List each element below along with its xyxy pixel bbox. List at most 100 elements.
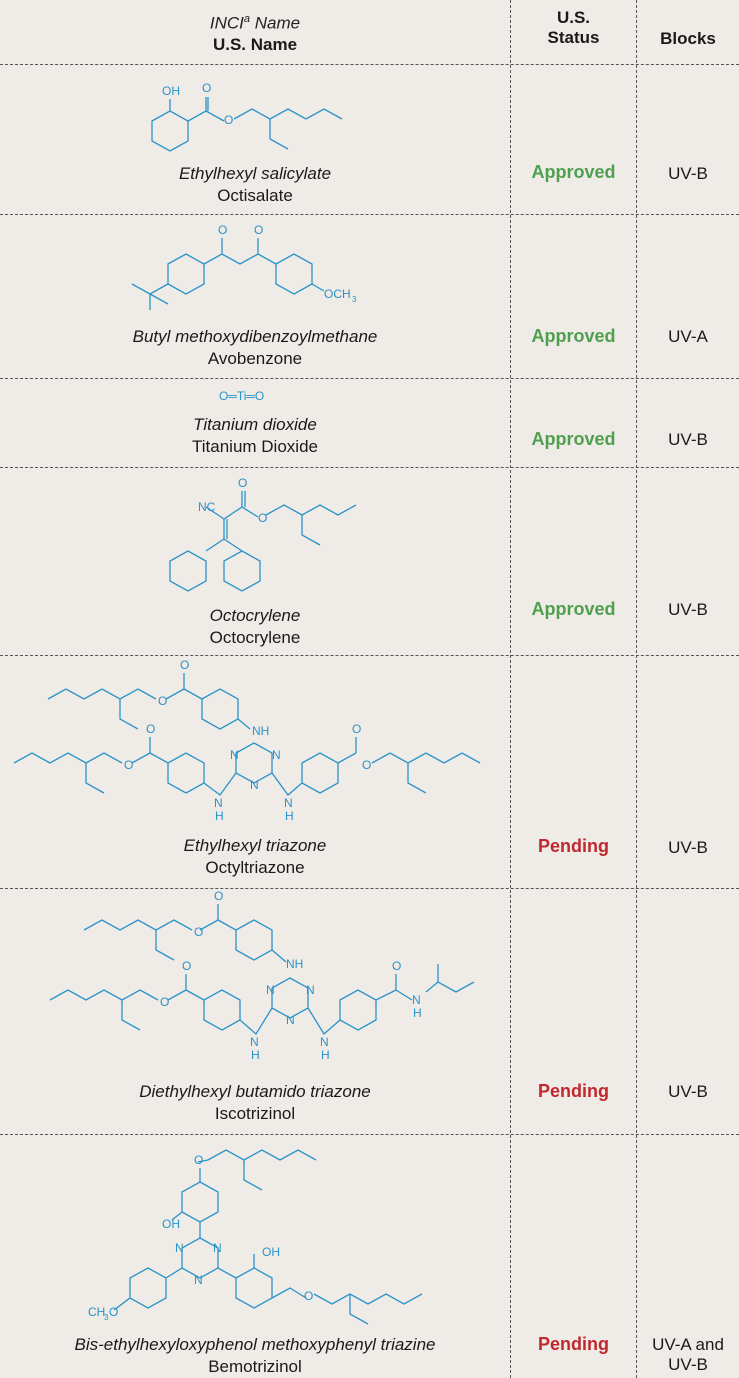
svg-text:N: N <box>306 983 315 997</box>
table-row: NC O O Octocrylene Octocrylene Approved … <box>0 467 739 655</box>
svg-text:O: O <box>202 81 211 95</box>
us-name: Octyltriazone <box>205 858 305 877</box>
svg-text:O: O <box>218 223 227 237</box>
inci-name: Bis-ethylhexyloxyphenol methoxyphenyl tr… <box>74 1335 436 1354</box>
svg-text:N: N <box>213 1241 222 1255</box>
row-divider <box>0 888 739 889</box>
svg-text:N: N <box>214 796 223 810</box>
svg-text:O: O <box>214 889 223 903</box>
status-badge: Pending <box>538 1334 609 1354</box>
svg-text:N: N <box>286 1013 295 1027</box>
column-divider <box>636 0 637 1378</box>
svg-text:O: O <box>238 476 247 490</box>
svg-text:O: O <box>158 694 167 708</box>
svg-text:N: N <box>320 1035 329 1049</box>
name-cell: Butyl methoxydibenzoylmethane Avobenzone <box>0 326 510 369</box>
svg-text:O: O <box>146 722 155 736</box>
svg-text:NH: NH <box>252 724 269 738</box>
name-cell: Diethylhexyl butamido triazone Iscotrizi… <box>0 1081 510 1124</box>
blocks-value: UV-A and UV-B <box>652 1335 724 1374</box>
bemotrizinol-structure: O OH N N N OH O CH 3 O <box>88 1149 423 1325</box>
svg-text:CH: CH <box>88 1305 105 1319</box>
inci-name: Titanium dioxide <box>193 415 317 434</box>
svg-text:O: O <box>182 959 191 973</box>
row-divider <box>0 1134 739 1135</box>
blocks-value: UV-B <box>668 430 708 449</box>
blocks-value: UV-B <box>668 600 708 619</box>
svg-text:N: N <box>230 748 239 762</box>
blocks-value: UV-B <box>668 164 708 183</box>
header-blocks-cell: Blocks <box>660 29 716 48</box>
svg-text:H: H <box>251 1048 260 1062</box>
table-row: OH O O Ethylhexyl salicylate Octisalate … <box>0 64 739 214</box>
header-status-cell: U.S. Status <box>547 8 600 47</box>
svg-text:O: O <box>224 113 233 127</box>
svg-text:O: O <box>362 758 371 772</box>
svg-text:O: O <box>352 722 361 736</box>
svg-text:N: N <box>250 1035 259 1049</box>
svg-text:NC: NC <box>198 500 216 514</box>
name-cell: Octocrylene Octocrylene <box>0 605 510 648</box>
header-inci-label: INCIa Name <box>209 13 301 33</box>
svg-text:N: N <box>175 1241 184 1255</box>
table-row: O O NH O O N N N N H N H O N H Diethylhe… <box>0 888 739 1134</box>
status-badge: Approved <box>531 429 616 449</box>
svg-text:N: N <box>272 748 281 762</box>
svg-text:O: O <box>304 1289 313 1303</box>
svg-text:H: H <box>413 1006 422 1020</box>
row-divider <box>0 655 739 656</box>
table-row: O═Ti═O Titanium dioxide Titanium Dioxide… <box>0 378 739 467</box>
svg-text:OH: OH <box>162 84 180 98</box>
blocks-value: UV-B <box>668 838 708 857</box>
inci-name: Butyl methoxydibenzoylmethane <box>132 327 378 346</box>
svg-text:OCH: OCH <box>324 287 351 301</box>
row-divider <box>0 378 739 379</box>
row-divider <box>0 64 739 65</box>
us-name: Bemotrizinol <box>208 1357 302 1376</box>
svg-text:N: N <box>284 796 293 810</box>
name-cell: Ethylhexyl salicylate Octisalate <box>0 163 510 206</box>
svg-text:O: O <box>392 959 401 973</box>
svg-text:O: O <box>160 995 169 1009</box>
svg-text:H: H <box>321 1048 330 1062</box>
svg-text:OH: OH <box>162 1217 180 1231</box>
svg-text:N: N <box>250 778 259 792</box>
svg-text:O: O <box>254 223 263 237</box>
status-badge: Pending <box>538 1081 609 1101</box>
row-divider <box>0 467 739 468</box>
status-badge: Approved <box>531 326 616 346</box>
octocrylene-structure: NC O O <box>169 476 357 592</box>
table-row: O OH N N N OH O CH 3 O Bis-ethylhexyloxy… <box>0 1134 739 1378</box>
header-us-name: U.S. Name <box>212 34 298 54</box>
inci-name: Octocrylene <box>209 606 301 625</box>
status-badge: Approved <box>531 162 616 182</box>
svg-text:OH: OH <box>262 1245 280 1259</box>
titanium-dioxide-structure: O═Ti═O <box>219 389 264 403</box>
us-name: Octisalate <box>217 186 293 205</box>
svg-text:O: O <box>180 658 189 672</box>
blocks-value: UV-B <box>668 1082 708 1101</box>
svg-text:N: N <box>194 1273 203 1287</box>
svg-text:3: 3 <box>104 1313 109 1322</box>
table-row: O O NH O O N N N N H N H O O Ethylhexyl … <box>0 655 739 888</box>
octisalate-structure: OH O O <box>151 81 343 152</box>
svg-text:H: H <box>285 809 294 823</box>
svg-text:O: O <box>194 1153 203 1167</box>
us-name: Iscotrizinol <box>214 1104 296 1123</box>
row-divider <box>0 214 739 215</box>
name-cell: Titanium dioxide Titanium Dioxide <box>0 414 510 457</box>
inci-name: Ethylhexyl salicylate <box>178 164 332 183</box>
name-cell: Ethylhexyl triazone Octyltriazone <box>0 835 510 878</box>
svg-text:O: O <box>109 1305 118 1319</box>
table-row: O O OCH 3 Butyl methoxydibenzoylmethane … <box>0 214 739 378</box>
us-name: Avobenzone <box>207 349 303 368</box>
svg-text:H: H <box>215 809 224 823</box>
svg-text:N: N <box>412 993 421 1007</box>
us-name: Titanium Dioxide <box>192 437 318 456</box>
octyltriazone-structure: O O NH O O N N N N H N H O O <box>13 658 481 823</box>
avobenzone-structure: O O OCH 3 <box>131 223 357 310</box>
svg-text:O: O <box>194 925 203 939</box>
name-cell: Bis-ethylhexyloxyphenol methoxyphenyl tr… <box>0 1334 510 1377</box>
table-header: INCIa Name U.S. Name U.S. Status Blocks <box>0 0 739 64</box>
